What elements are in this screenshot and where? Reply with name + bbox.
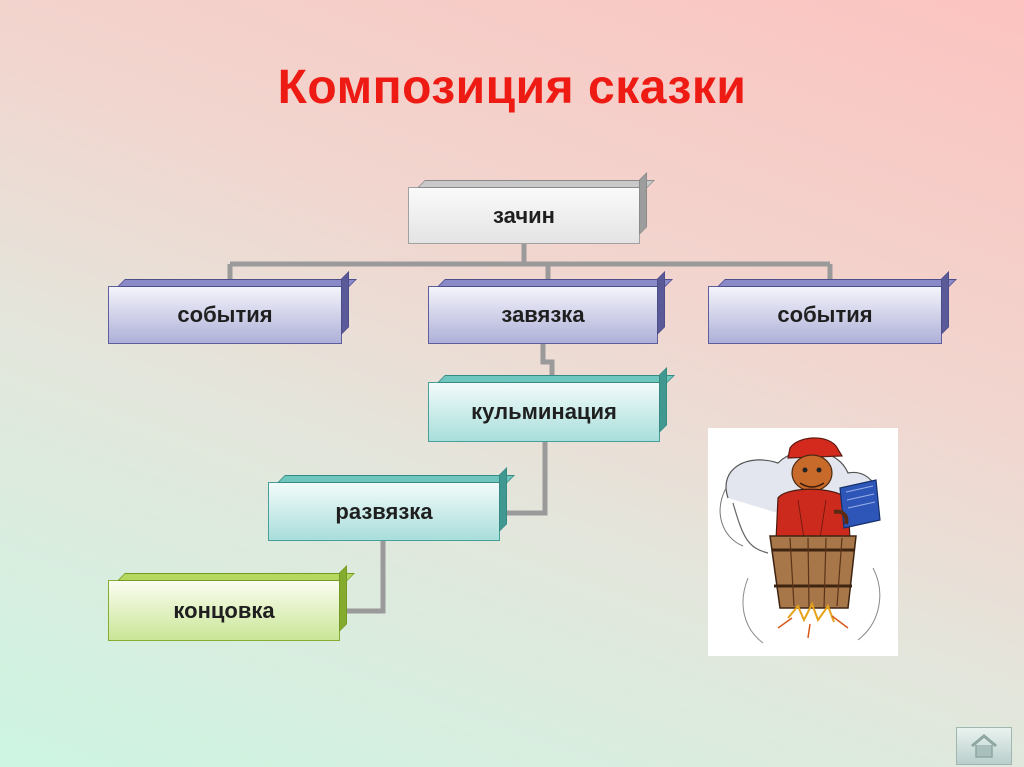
node-resolution: развязка [268,482,500,541]
node-ending-label: концовка [173,597,275,623]
node-events-left: события [108,286,342,344]
connector-plot-climax [540,344,555,378]
node-events-right-label: события [777,302,873,327]
node-plot-label: завязка [501,302,585,327]
node-start-label: зачин [493,202,555,228]
node-climax-label: кульминация [471,399,617,424]
fairy-tale-character-in-barrel-icon [719,437,881,644]
home-button[interactable] [956,727,1012,765]
node-plot: завязка [428,286,658,344]
slide-title: Композиция сказки [277,61,747,114]
node-resolution-label: развязка [335,498,433,524]
node-climax: кульминация [428,382,660,442]
fairy-tale-illustration [708,428,898,656]
node-events-right: события [708,286,942,344]
node-events-left-label: события [177,302,273,327]
node-start: зачин [408,187,640,244]
connector-climax-resolution [505,442,548,516]
node-ending: концовка [108,580,340,641]
home-icon [971,734,997,758]
connector-resolution-ending [345,541,386,614]
